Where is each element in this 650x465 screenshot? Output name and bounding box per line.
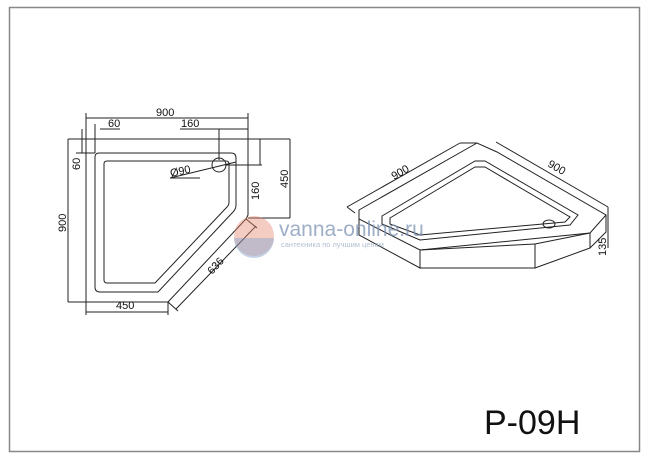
tray-outline — [85, 138, 249, 303]
drawing-frame — [8, 6, 641, 453]
watermark-logo-icon — [234, 216, 274, 256]
dim-front-width: 450 — [116, 300, 134, 312]
iso-dim-height: 135 — [597, 238, 609, 256]
iso-dim-side-a: 900 — [390, 163, 412, 183]
tray-basin — [103, 160, 230, 284]
dim-drain-offset-y: 160 — [250, 182, 262, 200]
plan-view — [67, 113, 291, 315]
dim-rim-left: 60 — [108, 118, 120, 130]
dim-drain-offset-x: 160 — [181, 118, 199, 130]
model-code: P-09H — [484, 404, 580, 442]
dim-rim-top: 60 — [71, 158, 83, 170]
iso-drain — [542, 219, 556, 229]
watermark: vanna-online.ru сантехника по лучшим цен… — [234, 216, 424, 258]
tray-rim — [94, 152, 237, 293]
dim-drain-diameter: Ø90 — [169, 164, 192, 180]
watermark-tagline: сантехника по лучшим ценам — [281, 240, 384, 249]
dim-side-depth: 450 — [279, 170, 291, 188]
iso-dim-side-b: 900 — [546, 158, 568, 178]
dim-overall-width: 900 — [156, 107, 174, 119]
dim-overall-depth: 900 — [57, 214, 69, 232]
iso-view — [346, 141, 609, 269]
watermark-brand: vanna-online.ru — [279, 218, 424, 241]
